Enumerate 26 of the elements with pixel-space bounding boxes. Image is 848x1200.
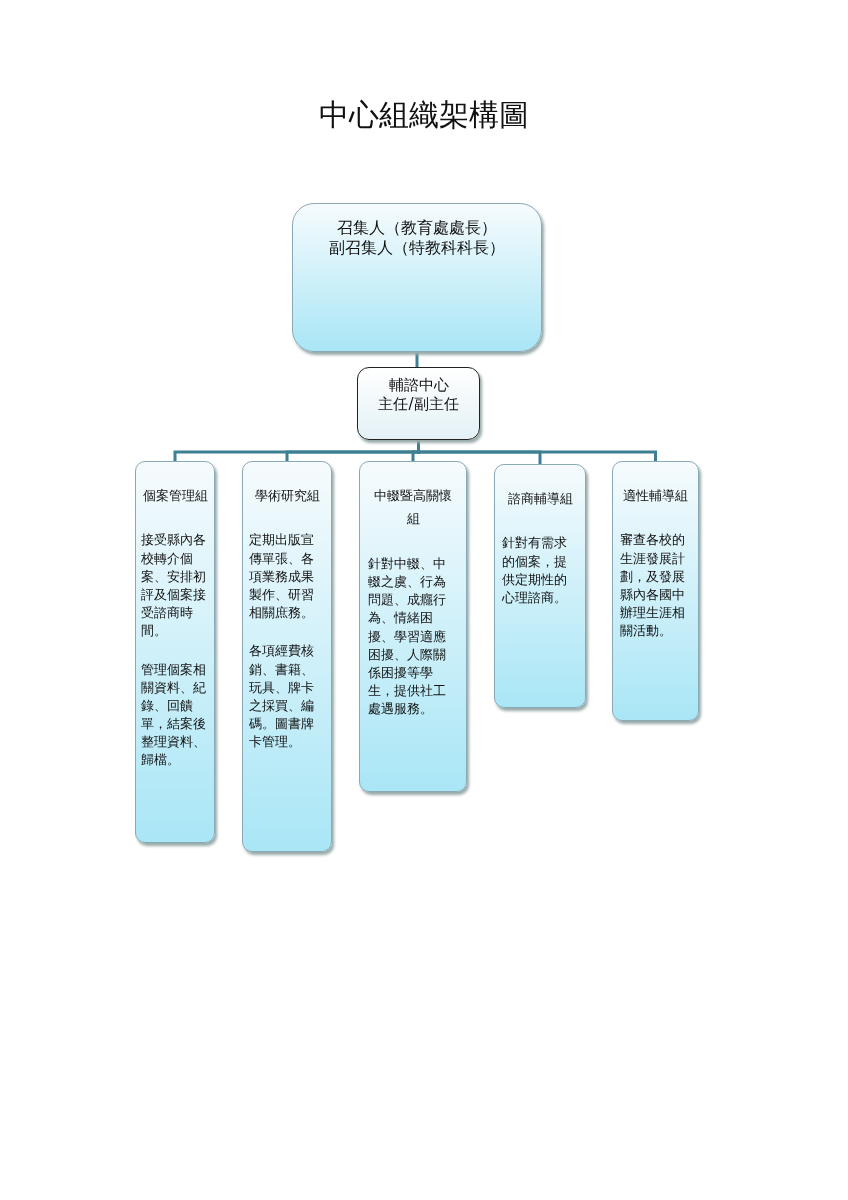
duty-text: 各項經費核銷、書籍、玩具、牌卡之採買、編碼。圖書牌卡管理。 xyxy=(249,642,315,752)
duty-text: 定期出版宣傳單張、各項業務成果製作、研習相關庶務。 xyxy=(249,531,315,623)
center-title: 主任/副主任 xyxy=(377,394,460,414)
center-title: 輔諮中心 xyxy=(387,376,450,395)
connector-line xyxy=(417,440,657,461)
group-box xyxy=(494,464,586,708)
group-box xyxy=(359,461,467,792)
role-text: 副召集人（特教科科長） xyxy=(328,238,506,258)
group-title: 適性輔導組 xyxy=(622,487,689,505)
duty-text: 審查各校的生涯發展計劃，及發展縣內各國中辦理生涯相關活動。 xyxy=(620,531,686,641)
convener-box xyxy=(292,203,542,352)
group-title: 諮商輔導組 xyxy=(506,490,574,508)
group-title: 中輟暨高關懷組 xyxy=(373,487,453,529)
group-box xyxy=(242,461,332,852)
duty-text: 管理個案相關資料、紀錄、回饋單，結案後整理資料、歸檔。 xyxy=(141,660,207,770)
group-box xyxy=(612,461,699,721)
connector-line xyxy=(415,352,419,367)
duty-text: 接受縣內各校轉介個案、安排初評及個案接受諮商時間。 xyxy=(141,531,207,641)
duty-text: 針對有需求的個案，提供定期性的心理諮商。 xyxy=(502,534,568,607)
role-text: 召集人（教育處處長） xyxy=(336,218,498,238)
group-title: 學術研究組 xyxy=(253,487,321,505)
diagram-title: 中心組織架構圖 xyxy=(318,96,530,134)
group-title: 個案管理組 xyxy=(141,487,209,505)
duty-text: 針對中輟、中輟之虞、行為問題、成癮行為、情緒困擾、學習適應困擾、人際關係困擾等學生，提供社工處遇服務。 xyxy=(368,554,447,719)
group-box xyxy=(135,461,215,843)
center-box xyxy=(357,367,480,440)
